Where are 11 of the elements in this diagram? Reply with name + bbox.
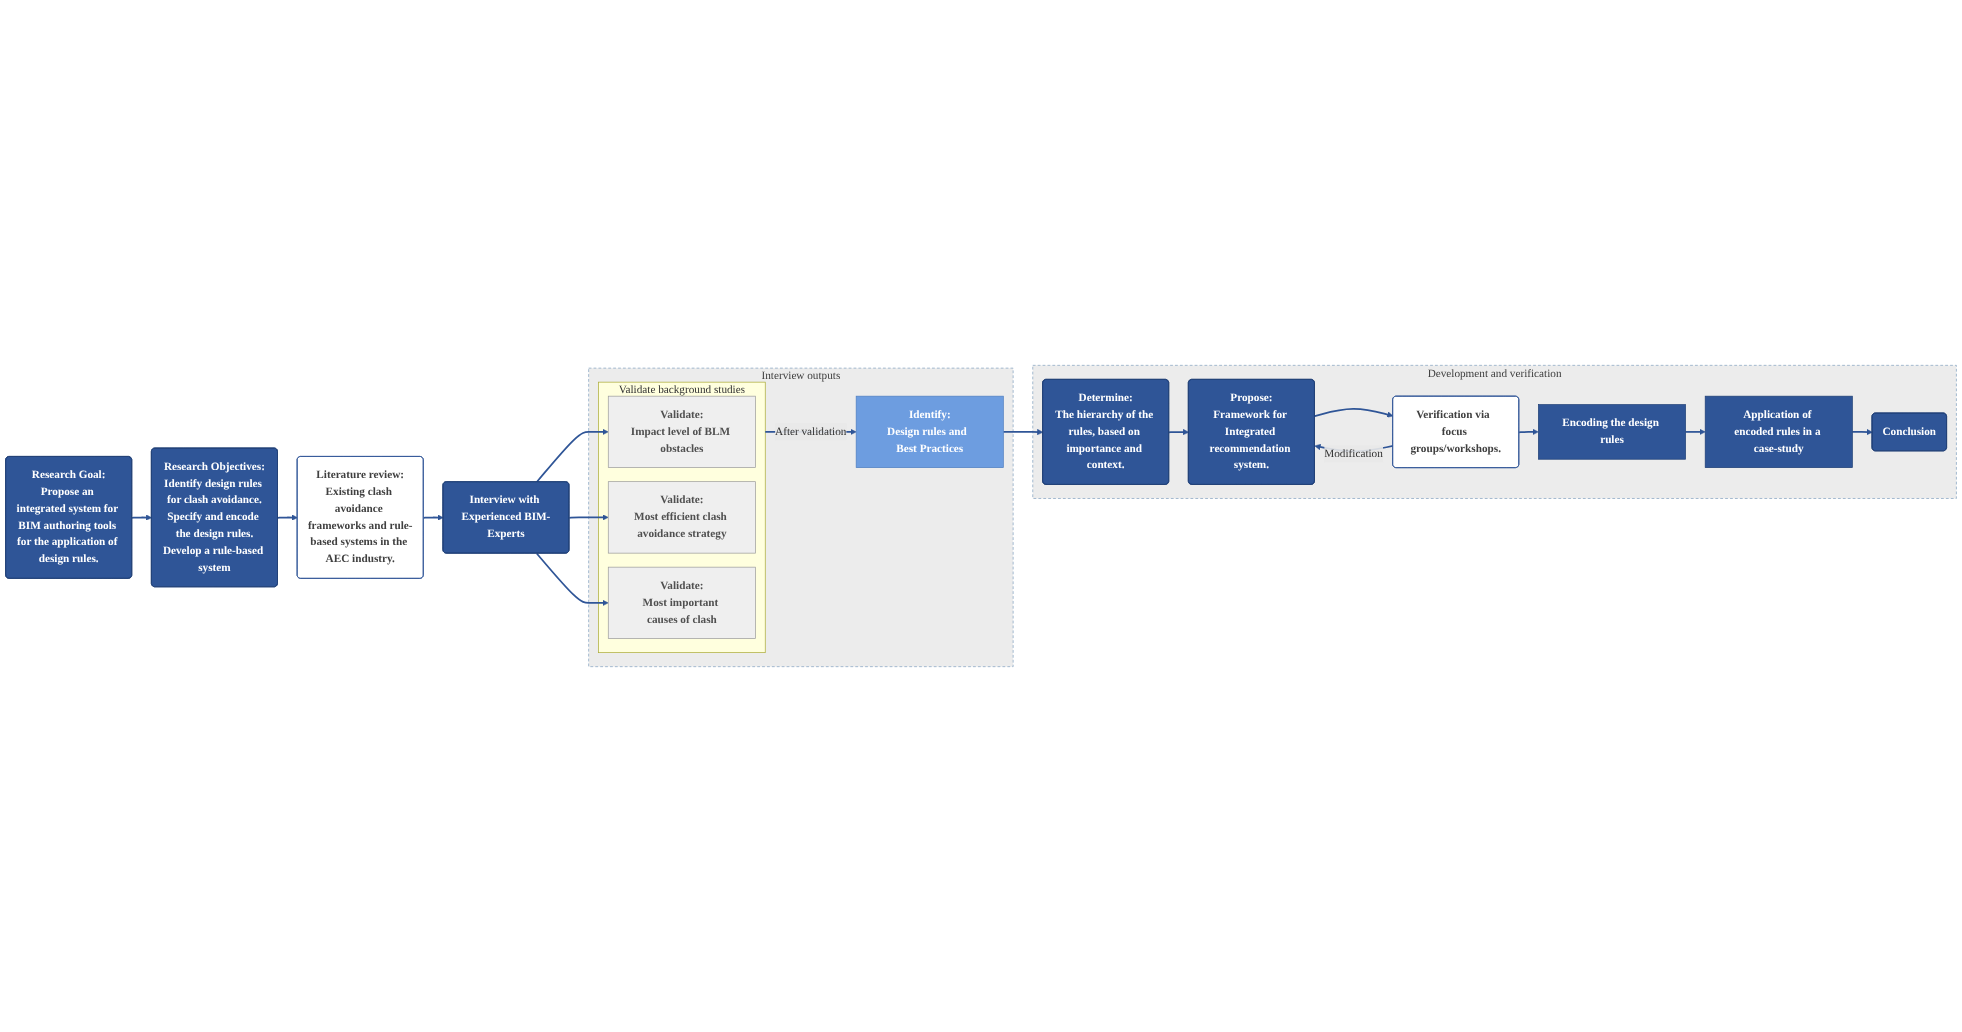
arrow — [1168, 429, 1189, 436]
arrow — [1684, 428, 1706, 435]
arrow — [1002, 429, 1044, 436]
arrow — [1313, 408, 1394, 418]
arrow — [1518, 428, 1539, 435]
arrow — [568, 514, 609, 521]
arrow — [422, 514, 444, 521]
arrow — [535, 428, 609, 483]
arrow — [535, 552, 609, 606]
arrow — [277, 514, 298, 521]
arrow — [1851, 429, 1873, 436]
